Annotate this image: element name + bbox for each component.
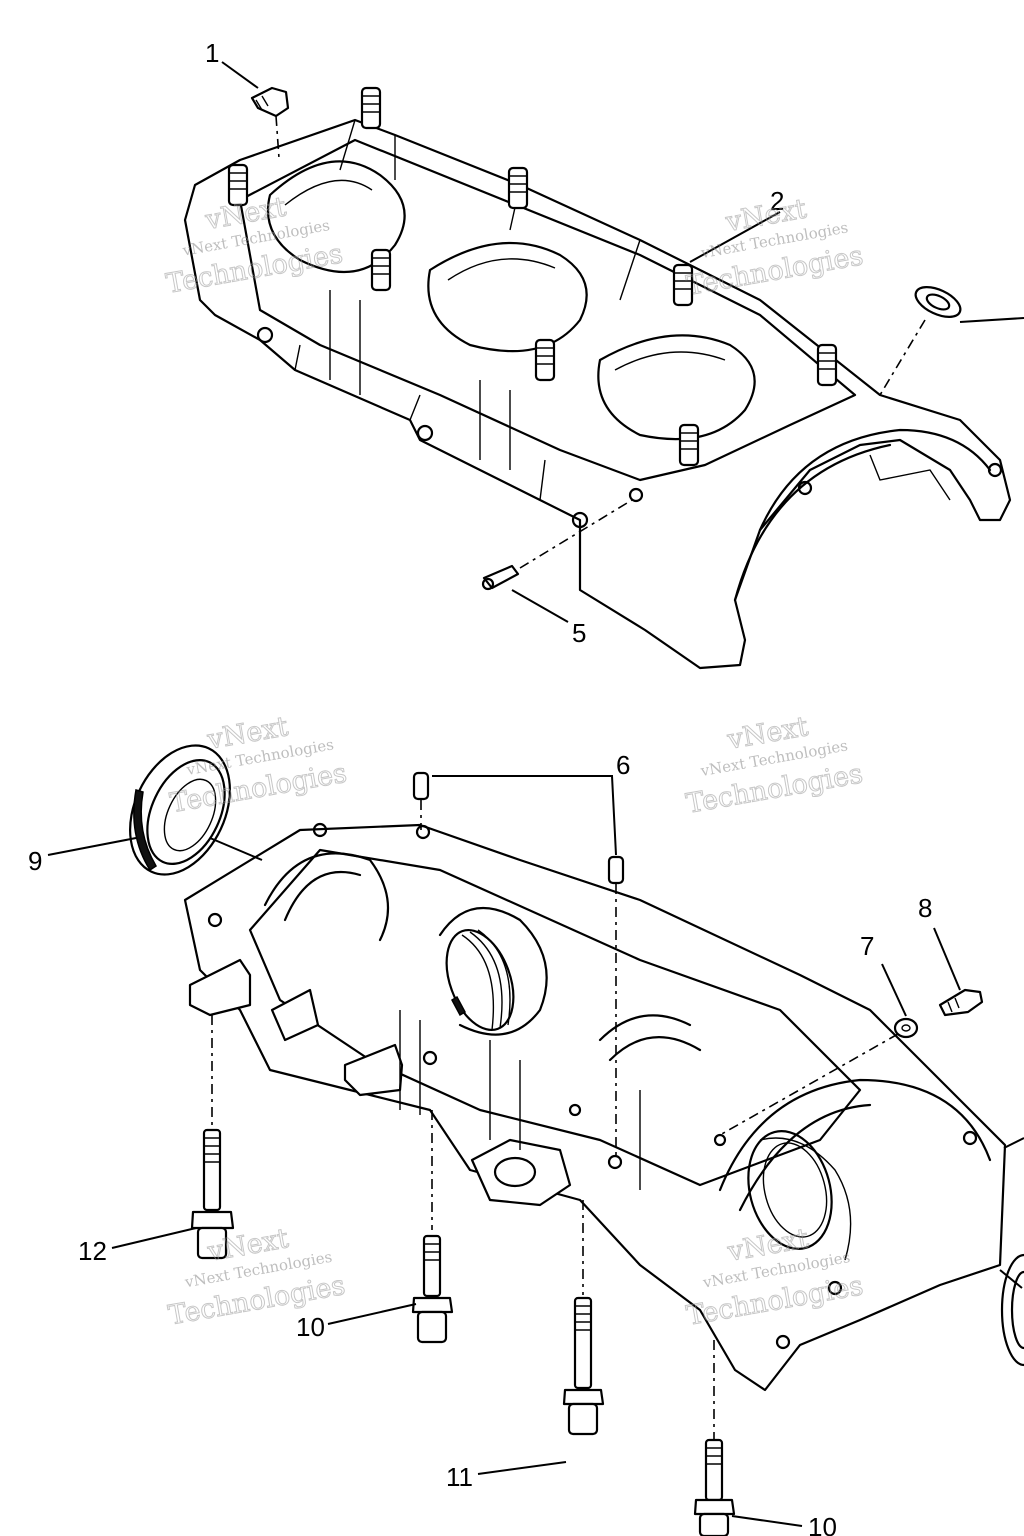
callout-9: 9 [28, 846, 42, 876]
part-5-screw [481, 499, 633, 591]
part-1-elbow-fitting [250, 86, 290, 159]
part-10-bolt-a [411, 1110, 454, 1344]
callout-6: 6 [616, 750, 630, 780]
callout-11: 11 [446, 1462, 473, 1492]
callout-10-lower: 10 [808, 1512, 837, 1536]
part-7-washer [893, 1017, 919, 1039]
callout-10-upper: 10 [296, 1312, 325, 1342]
upper-crankcase [183, 118, 1012, 670]
part-10-bolt-b [693, 1340, 736, 1536]
callout-2: 2 [770, 186, 784, 216]
callout-5: 5 [572, 618, 586, 648]
upper-right-seal [879, 286, 962, 396]
part-12-bolt [190, 1015, 235, 1260]
callout-7: 7 [860, 931, 874, 961]
callout-numbers: 1 2 5 6 9 7 8 12 10 11 10 [28, 38, 932, 1536]
leader-lines [47, 61, 1024, 1527]
watermark-top-right: vNext vNext Technologies Technologies [684, 193, 866, 302]
part-6-dowels [412, 771, 625, 1160]
part-11-bolt [562, 1200, 605, 1436]
upper-studs [227, 86, 838, 467]
lower-crankcase [183, 822, 1007, 1392]
right-oil-seal [1000, 1253, 1024, 1367]
center-bearing [445, 928, 515, 1032]
watermark-mid-left: vNext vNext Technologies Technologies [167, 711, 349, 820]
part-8-screw [719, 988, 984, 1136]
callout-1: 1 [205, 38, 219, 68]
callout-8: 8 [918, 893, 932, 923]
part-9-oil-seal [129, 744, 263, 876]
callout-12: 12 [78, 1236, 107, 1266]
watermark-mid-right: vNext vNext Technologies Technologies [683, 711, 865, 821]
